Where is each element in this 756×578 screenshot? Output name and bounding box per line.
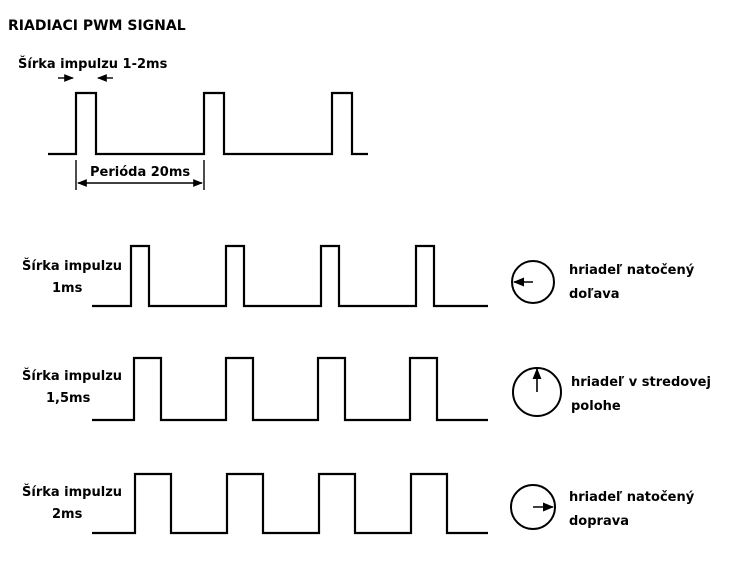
top-pwm-waveform [48, 91, 368, 156]
row-2-label-line1: Šírka impulzu [22, 368, 122, 384]
row-3-state-line1: hriadeľ natočený [569, 490, 695, 505]
row-3-label-line2: 2ms [52, 507, 83, 522]
row-1ms: Šírka impulzu 1ms hriadeľ natočený doľav… [22, 244, 695, 308]
row-3-state-line2: doprava [569, 514, 629, 529]
row-3-pwm-waveform [92, 472, 488, 535]
row-1-state-line1: hriadeľ natočený [569, 263, 695, 278]
period-label: Perióda 20ms [90, 165, 190, 180]
row-1-pwm-waveform [92, 244, 488, 308]
row-1-5ms: Šírka impulzu 1,5ms hriadeľ v stredovej … [22, 356, 711, 422]
diagram-title: RIADIACI PWM SIGNAL [8, 18, 186, 34]
row-2-pwm-waveform [92, 356, 488, 422]
row-2ms: Šírka impulzu 2ms hriadeľ natočený dopra… [22, 472, 695, 535]
row-1-label-line2: 1ms [52, 281, 83, 296]
row-2-state-line2: polohe [571, 399, 621, 414]
row-2-label-line2: 1,5ms [46, 391, 91, 406]
pulse-width-label: Šírka impulzu 1-2ms [18, 56, 168, 72]
row-1-label-line1: Šírka impulzu [22, 258, 122, 274]
row-3-servo-dial [510, 484, 556, 530]
row-1-state-line2: doľava [569, 287, 620, 302]
row-2-state-line1: hriadeľ v stredovej [571, 375, 711, 390]
row-3-label-line1: Šírka impulzu [22, 484, 122, 500]
top-waveform-section: Šírka impulzu 1-2ms Perióda 20ms [18, 56, 368, 190]
row-1-servo-dial [511, 260, 555, 304]
